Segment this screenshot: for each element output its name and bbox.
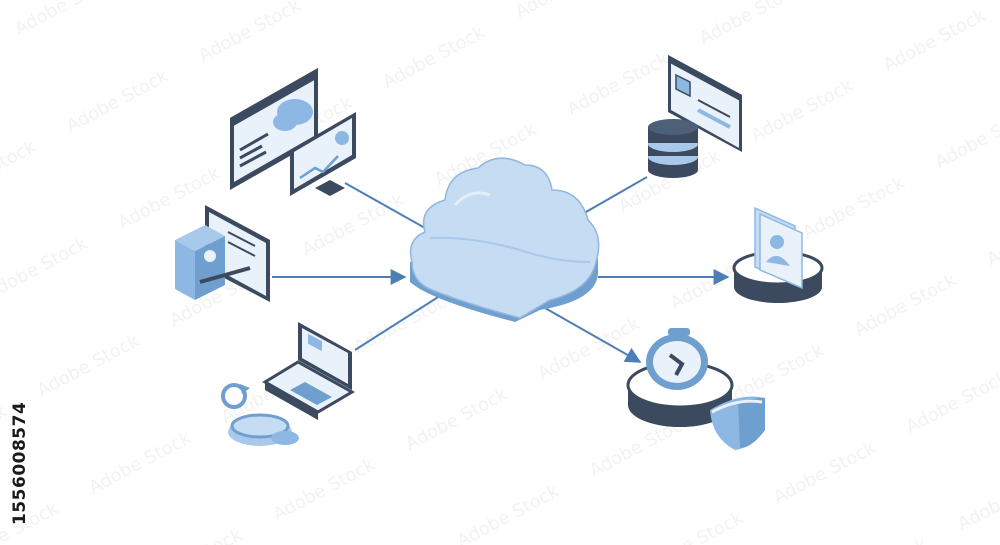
stock-id: 1556008574 [10,402,30,525]
database-icon [648,119,698,178]
